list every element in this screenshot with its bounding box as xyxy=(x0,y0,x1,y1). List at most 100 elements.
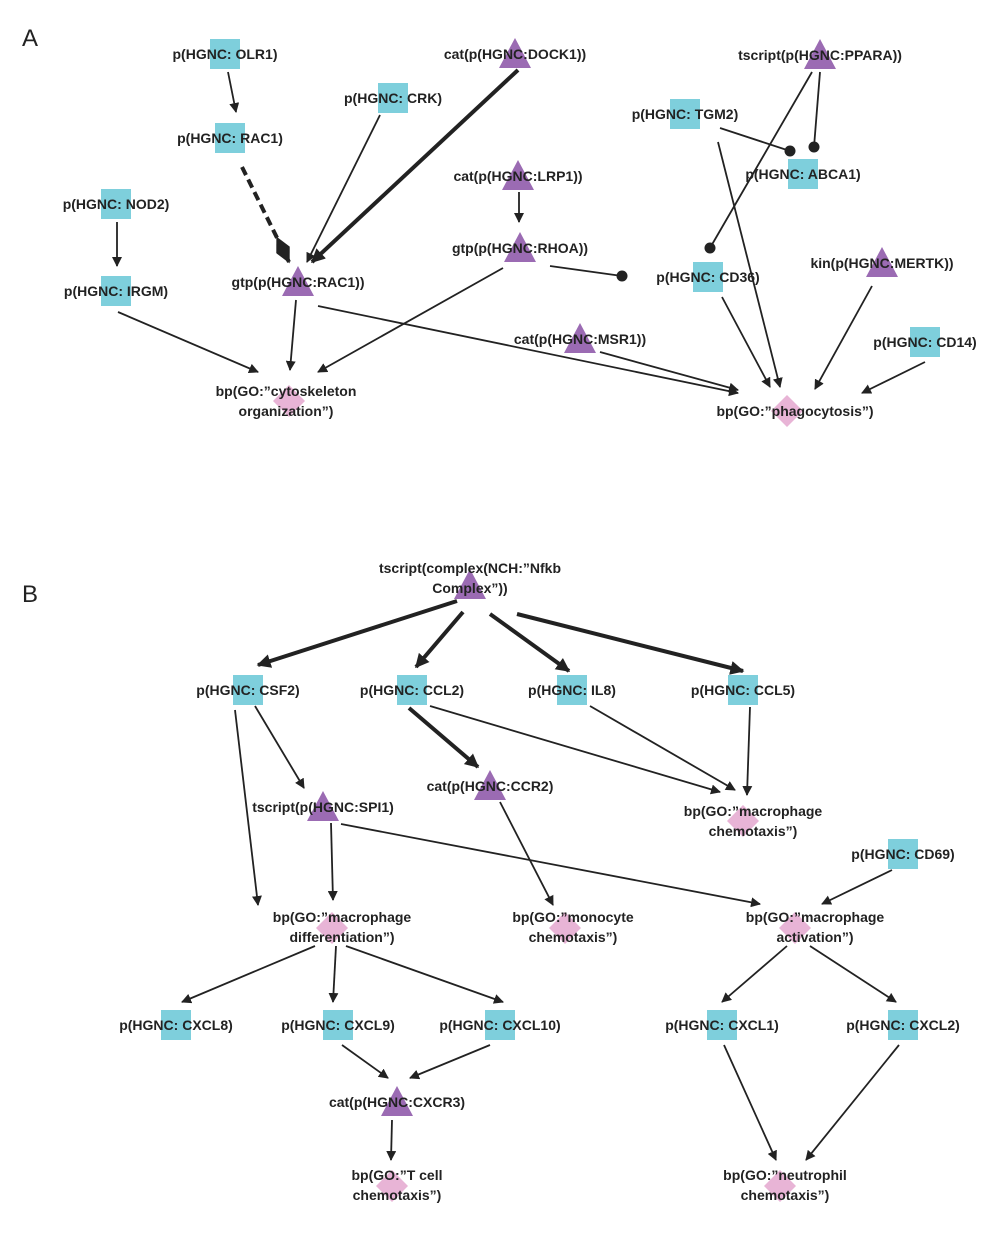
edge-mertk-to-phagocytosis xyxy=(814,285,873,390)
node-shape-gtprac1 xyxy=(282,266,314,296)
node-label-ccl2: p(HGNC: CCL2) xyxy=(360,682,464,698)
edge-cxcl10-to-cxcr3 xyxy=(409,1044,491,1080)
node-label-gtprac1: gtp(p(HGNC:RAC1)) xyxy=(232,274,365,290)
node-label-rac1: p(HGNC: RAC1) xyxy=(177,130,283,146)
edge-cxcr3-to-tcellchemo xyxy=(386,1119,397,1161)
node-shape-tcellchemo xyxy=(376,1170,408,1202)
node-shape-cxcl1 xyxy=(707,1010,737,1040)
node-label-spi1: tscript(p(HGNC:SPI1) xyxy=(252,799,394,815)
node-label-cd14: p(HGNC: CD14) xyxy=(873,334,976,350)
node-shape-cd14 xyxy=(910,327,940,357)
node-shape-tgm2 xyxy=(670,99,700,129)
node-shape-cxcl10 xyxy=(485,1010,515,1040)
edge-csf2-to-spi1 xyxy=(254,705,305,789)
edge-cd14-to-phagocytosis xyxy=(861,361,926,394)
node-shape-msr1 xyxy=(564,323,596,353)
node-label-monochemo-line-1: bp(GO:”monocyte xyxy=(512,909,634,925)
node-label-macact-line-2: activation”) xyxy=(776,929,853,945)
node-shape-ppara xyxy=(804,39,836,69)
edge-cxcl2-to-neutrochemo xyxy=(805,1044,900,1161)
node-label-tgm2: p(HGNC: TGM2) xyxy=(632,106,739,122)
node-label-csf2: p(HGNC: CSF2) xyxy=(196,682,299,698)
node-label-cytoskeleton-line-1: bp(GO:”cytoskeleton xyxy=(216,383,357,399)
node-label-cxcr3: cat(p(HGNC:CXCR3) xyxy=(329,1094,465,1110)
edge-olr1-to-rac1 xyxy=(227,71,240,113)
edge-rhoa-to-cytoskeleton xyxy=(317,267,504,373)
node-label-cd69: p(HGNC: CD69) xyxy=(851,846,954,862)
node-label-neutrochemo-line-1: bp(GO:”neutrophil xyxy=(723,1167,847,1183)
node-shape-cytoskeleton xyxy=(273,385,305,417)
node-shape-cd69 xyxy=(888,839,918,869)
edge-ppara-to-cd36 xyxy=(704,71,813,254)
node-label-macdiff-line-1: bp(GO:”macrophage xyxy=(273,909,412,925)
edge-irgm-to-cytoskeleton xyxy=(117,311,259,374)
node-labels-layer: p(HGNC: OLR1)p(HGNC: CRK)p(HGNC: RAC1)p(… xyxy=(63,46,977,1203)
edge-gtprac1-to-phagocytosis xyxy=(317,305,739,397)
node-shape-cxcl8 xyxy=(161,1010,191,1040)
node-label-ccr2: cat(p(HGNC:CCR2) xyxy=(427,778,554,794)
edge-gtprac1-to-cytoskeleton xyxy=(285,299,297,371)
node-shape-monochemo xyxy=(549,912,581,944)
node-label-tcellchemo-line-2: chemotaxis”) xyxy=(353,1187,442,1203)
node-shape-macact xyxy=(779,912,811,944)
edge-macdiff-to-cxcl10 xyxy=(345,945,504,1004)
node-shape-cxcr3 xyxy=(381,1086,413,1116)
edge-rhoa-to-cd36 xyxy=(549,265,628,282)
edge-macact-to-cxcl2 xyxy=(809,945,897,1003)
edge-macdiff-to-cxcl9 xyxy=(328,945,339,1003)
node-shape-crk xyxy=(378,83,408,113)
edge-ccl5-to-macchemo xyxy=(742,706,753,796)
node-label-nfkb-line-1: tscript(complex(NCH:”Nfkb xyxy=(379,560,561,576)
edge-csf2-to-macdiff xyxy=(234,709,262,906)
edge-crk-to-gtprac1 xyxy=(306,114,381,263)
edge-dock1-to-gtprac1 xyxy=(310,68,520,264)
node-label-phagocytosis-line-1: bp(GO:”phagocytosis”) xyxy=(716,403,873,419)
node-shape-macdiff xyxy=(316,912,348,944)
edge-ccl2-to-ccr2 xyxy=(407,706,480,769)
edge-cxcl9-to-cxcr3 xyxy=(341,1044,389,1079)
node-shape-ccl2 xyxy=(397,675,427,705)
edge-cd36-to-phagocytosis xyxy=(721,296,771,388)
node-label-olr1: p(HGNC: OLR1) xyxy=(173,46,278,62)
node-shapes-layer xyxy=(101,38,940,1202)
node-shape-irgm xyxy=(101,276,131,306)
node-shape-spi1 xyxy=(307,791,339,821)
node-shape-cxcl9 xyxy=(323,1010,353,1040)
edge-spi1-to-macact xyxy=(340,823,761,908)
node-shape-macchemo xyxy=(727,805,759,837)
node-shape-ccl5 xyxy=(728,675,758,705)
edge-macact-to-cxcl1 xyxy=(721,945,788,1003)
node-label-macact-line-1: bp(GO:”macrophage xyxy=(746,909,885,925)
node-label-abca1: p(HGNC: ABCA1) xyxy=(745,166,860,182)
node-shape-lrp1 xyxy=(502,160,534,190)
node-label-msr1: cat(p(HGNC:MSR1)) xyxy=(514,331,646,347)
edge-ccr2-to-monochemo xyxy=(499,801,554,906)
node-label-cd36: p(HGNC: CD36) xyxy=(656,269,759,285)
edge-ccl2-to-macchemo xyxy=(429,705,721,795)
node-label-mertk: kin(p(HGNC:MERTK)) xyxy=(810,255,953,271)
node-shape-nod2 xyxy=(101,189,131,219)
node-label-macchemo-line-1: bp(GO:”macrophage xyxy=(684,803,823,819)
edge-cxcl1-to-neutrochemo xyxy=(723,1044,777,1161)
edge-rac1-to-gtprac1 xyxy=(240,166,291,264)
node-shape-rhoa xyxy=(504,232,536,262)
node-shape-cd36 xyxy=(693,262,723,292)
node-label-cxcl10: p(HGNC: CXCL10) xyxy=(439,1017,560,1033)
edge-nfkb-to-il8 xyxy=(488,612,571,673)
edge-nfkb-to-ccl2 xyxy=(414,610,465,669)
node-label-monochemo-line-2: chemotaxis”) xyxy=(529,929,618,945)
node-shape-mertk xyxy=(866,247,898,277)
edge-nfkb-to-csf2 xyxy=(256,599,458,668)
node-label-cxcl2: p(HGNC: CXCL2) xyxy=(846,1017,960,1033)
panel-label-a: A xyxy=(22,25,38,52)
node-label-nfkb-line-2: Complex”)) xyxy=(432,580,507,596)
node-shape-olr1 xyxy=(210,39,240,69)
node-shape-rac1 xyxy=(215,123,245,153)
node-shape-phagocytosis xyxy=(771,395,803,427)
node-label-cxcl9: p(HGNC: CXCL9) xyxy=(281,1017,395,1033)
edge-ppara-to-abca1 xyxy=(808,71,821,153)
node-label-tcellchemo-line-1: bp(GO:”T cell xyxy=(352,1167,443,1183)
node-label-macdiff-line-2: differentiation”) xyxy=(290,929,395,945)
node-label-cytoskeleton-line-2: organization”) xyxy=(239,403,334,419)
